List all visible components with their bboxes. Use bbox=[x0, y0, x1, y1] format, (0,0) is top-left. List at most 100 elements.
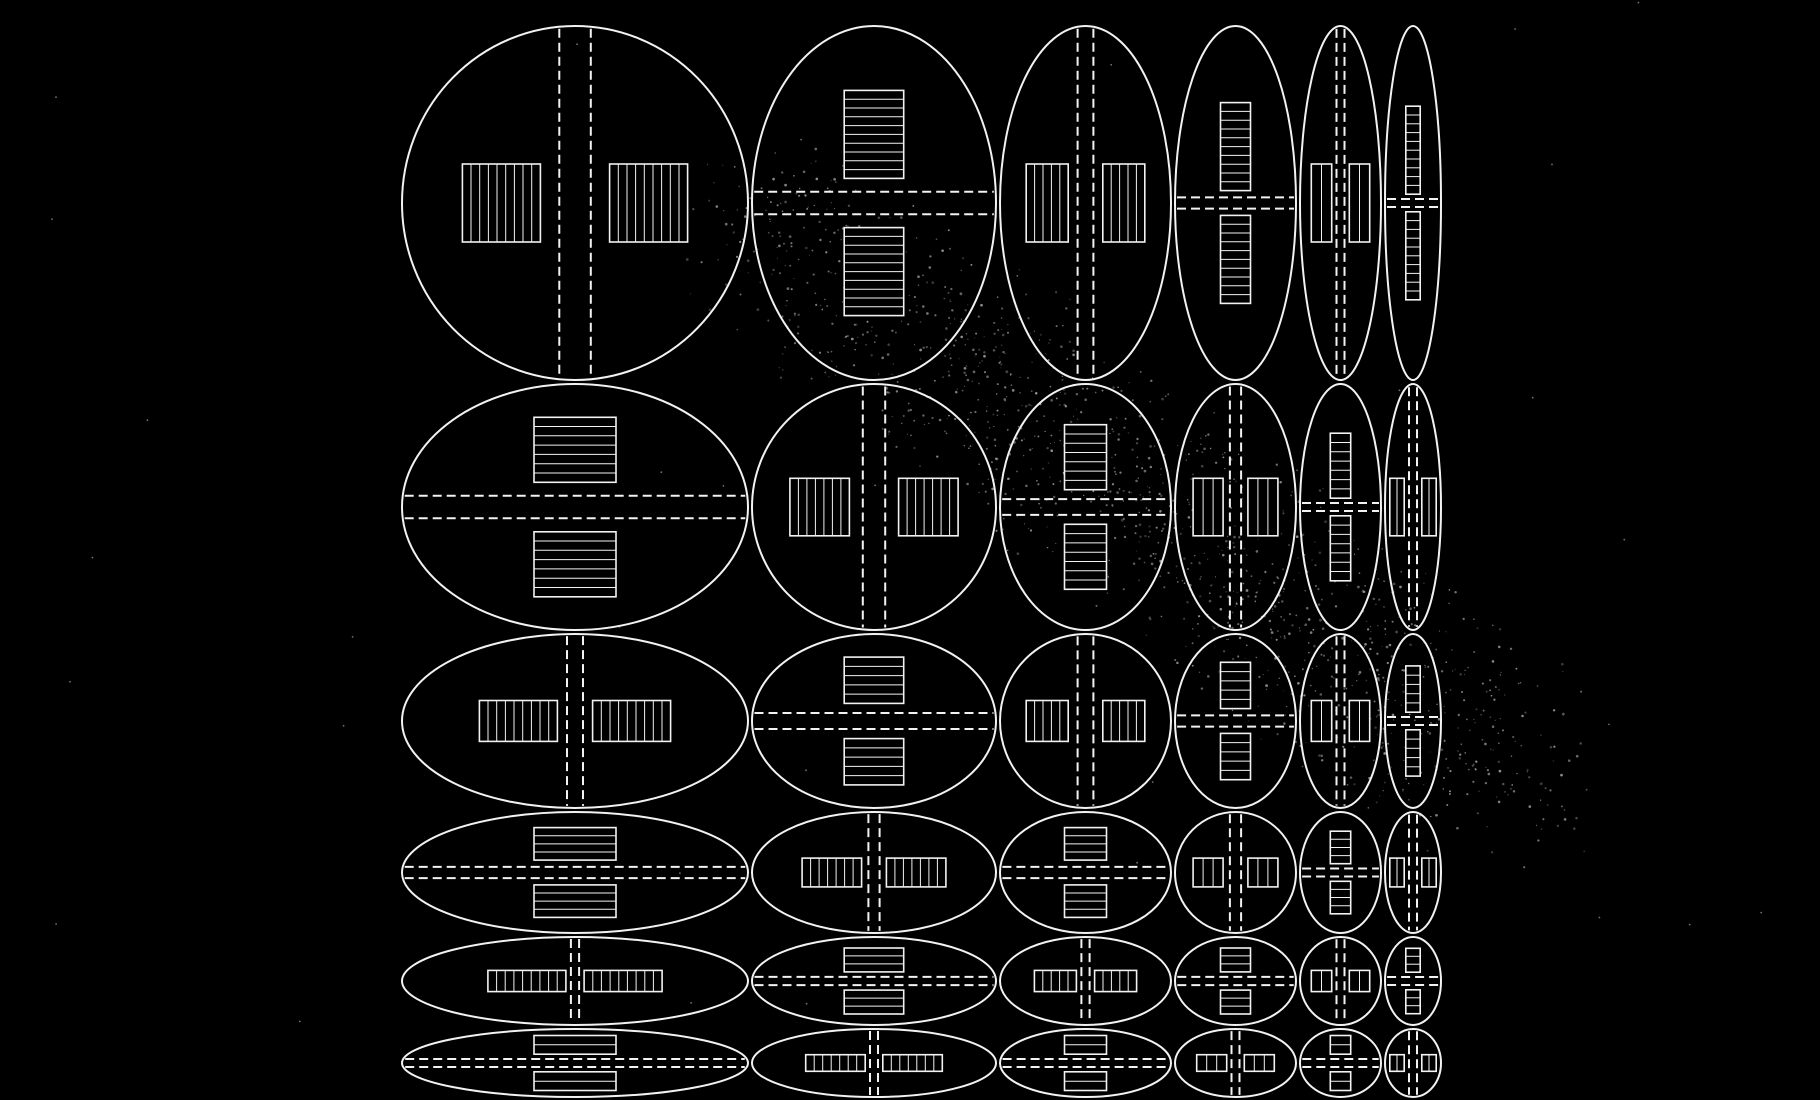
noise-speck bbox=[1443, 740, 1446, 743]
noise-speck bbox=[913, 419, 916, 422]
noise-speck bbox=[739, 240, 742, 244]
noise-speck bbox=[1247, 720, 1249, 722]
noise-speck bbox=[1270, 637, 1273, 639]
noise-speck bbox=[1373, 700, 1376, 703]
noise-speck bbox=[1370, 718, 1372, 720]
outer-ellipse bbox=[751, 811, 997, 934]
noise-speck bbox=[1276, 733, 1279, 736]
outer-ellipse bbox=[1299, 25, 1382, 381]
noise-speck bbox=[1136, 442, 1139, 445]
noise-speck bbox=[1440, 670, 1444, 673]
noise-speck bbox=[871, 326, 873, 328]
noise-speck bbox=[826, 305, 829, 308]
noise-speck bbox=[1179, 533, 1182, 535]
noise-speck bbox=[830, 202, 832, 204]
noise-speck bbox=[943, 430, 946, 433]
noise-speck bbox=[1283, 587, 1285, 590]
noise-speck bbox=[800, 138, 802, 141]
noise-speck bbox=[1006, 549, 1009, 552]
noise-speck bbox=[1070, 491, 1073, 493]
block-outline bbox=[487, 969, 567, 993]
noise-speck bbox=[929, 255, 932, 258]
noise-speck bbox=[1510, 755, 1513, 757]
noise-speck bbox=[1519, 681, 1522, 684]
noise-speck bbox=[1219, 595, 1222, 598]
noise-speck bbox=[1107, 491, 1109, 493]
noise-speck bbox=[945, 327, 948, 330]
noise-speck bbox=[815, 177, 819, 181]
noise-speck bbox=[1365, 620, 1368, 623]
noise-speck bbox=[974, 431, 976, 433]
noise-speck bbox=[1540, 828, 1543, 830]
noise-speck bbox=[1048, 342, 1050, 344]
noise-speck bbox=[847, 204, 851, 207]
noise-speck bbox=[1049, 385, 1052, 388]
noise-speck bbox=[1123, 525, 1126, 528]
noise-speck bbox=[1304, 623, 1308, 626]
noise-speck bbox=[1148, 487, 1151, 489]
noise-speck bbox=[805, 1002, 808, 1005]
noise-speck bbox=[812, 273, 815, 276]
noise-speck bbox=[1055, 542, 1057, 544]
noise-speck bbox=[1563, 809, 1566, 811]
noise-speck bbox=[1144, 534, 1147, 538]
noise-speck bbox=[1366, 628, 1370, 631]
noise-speck bbox=[967, 304, 969, 306]
noise-speck bbox=[1059, 439, 1062, 442]
noise-speck bbox=[972, 444, 974, 446]
noise-speck bbox=[767, 319, 770, 322]
noise-speck bbox=[843, 345, 845, 347]
noise-speck bbox=[1549, 745, 1553, 749]
noise-speck bbox=[953, 344, 956, 347]
noise-speck bbox=[778, 367, 780, 369]
ellipse-cell-r3-c3 bbox=[999, 633, 1172, 809]
noise-speck bbox=[790, 245, 793, 248]
noise-speck bbox=[790, 288, 793, 291]
noise-speck bbox=[1473, 718, 1475, 720]
noise-speck bbox=[1162, 482, 1164, 484]
noise-speck bbox=[806, 281, 809, 284]
noise-speck bbox=[1298, 627, 1301, 629]
noise-speck bbox=[877, 373, 880, 375]
noise-speck bbox=[1527, 776, 1531, 779]
striped-block bbox=[1219, 101, 1252, 192]
noise-speck bbox=[990, 461, 993, 464]
noise-speck bbox=[1172, 499, 1175, 502]
noise-speck bbox=[1346, 783, 1349, 786]
outer-ellipse bbox=[1174, 383, 1297, 631]
noise-speck bbox=[814, 292, 817, 295]
noise-speck bbox=[1462, 617, 1465, 621]
noise-speck bbox=[915, 310, 918, 314]
noise-speck bbox=[1016, 470, 1018, 473]
noise-speck bbox=[781, 171, 784, 174]
noise-speck bbox=[689, 293, 692, 295]
noise-speck bbox=[1301, 765, 1304, 768]
noise-speck bbox=[1514, 740, 1516, 743]
noise-speck bbox=[770, 273, 773, 276]
noise-speck bbox=[1158, 492, 1161, 496]
noise-speck bbox=[949, 300, 952, 303]
ellipse-cell-r1-c5 bbox=[1299, 25, 1382, 381]
noise-speck bbox=[1429, 642, 1432, 645]
outer-ellipse bbox=[1174, 1028, 1297, 1098]
noise-speck bbox=[797, 332, 800, 335]
noise-speck bbox=[742, 238, 744, 240]
noise-speck bbox=[1287, 671, 1290, 673]
block-outline bbox=[843, 737, 905, 786]
noise-speck bbox=[1227, 625, 1229, 627]
noise-speck bbox=[1401, 669, 1404, 672]
noise-speck bbox=[1277, 655, 1280, 658]
noise-speck bbox=[1006, 429, 1009, 431]
noise-speck bbox=[1446, 803, 1449, 807]
noise-speck bbox=[1465, 763, 1467, 765]
striped-block bbox=[1247, 477, 1279, 537]
outer-ellipse bbox=[1299, 1028, 1382, 1098]
noise-speck bbox=[1319, 618, 1322, 622]
ellipse-cell-r3-c1 bbox=[401, 633, 749, 809]
noise-speck bbox=[1147, 509, 1151, 512]
noise-speck bbox=[954, 318, 956, 320]
noise-speck bbox=[784, 264, 787, 267]
noise-speck bbox=[1046, 526, 1048, 528]
block-outline bbox=[1219, 661, 1252, 710]
noise-speck bbox=[1288, 544, 1291, 547]
